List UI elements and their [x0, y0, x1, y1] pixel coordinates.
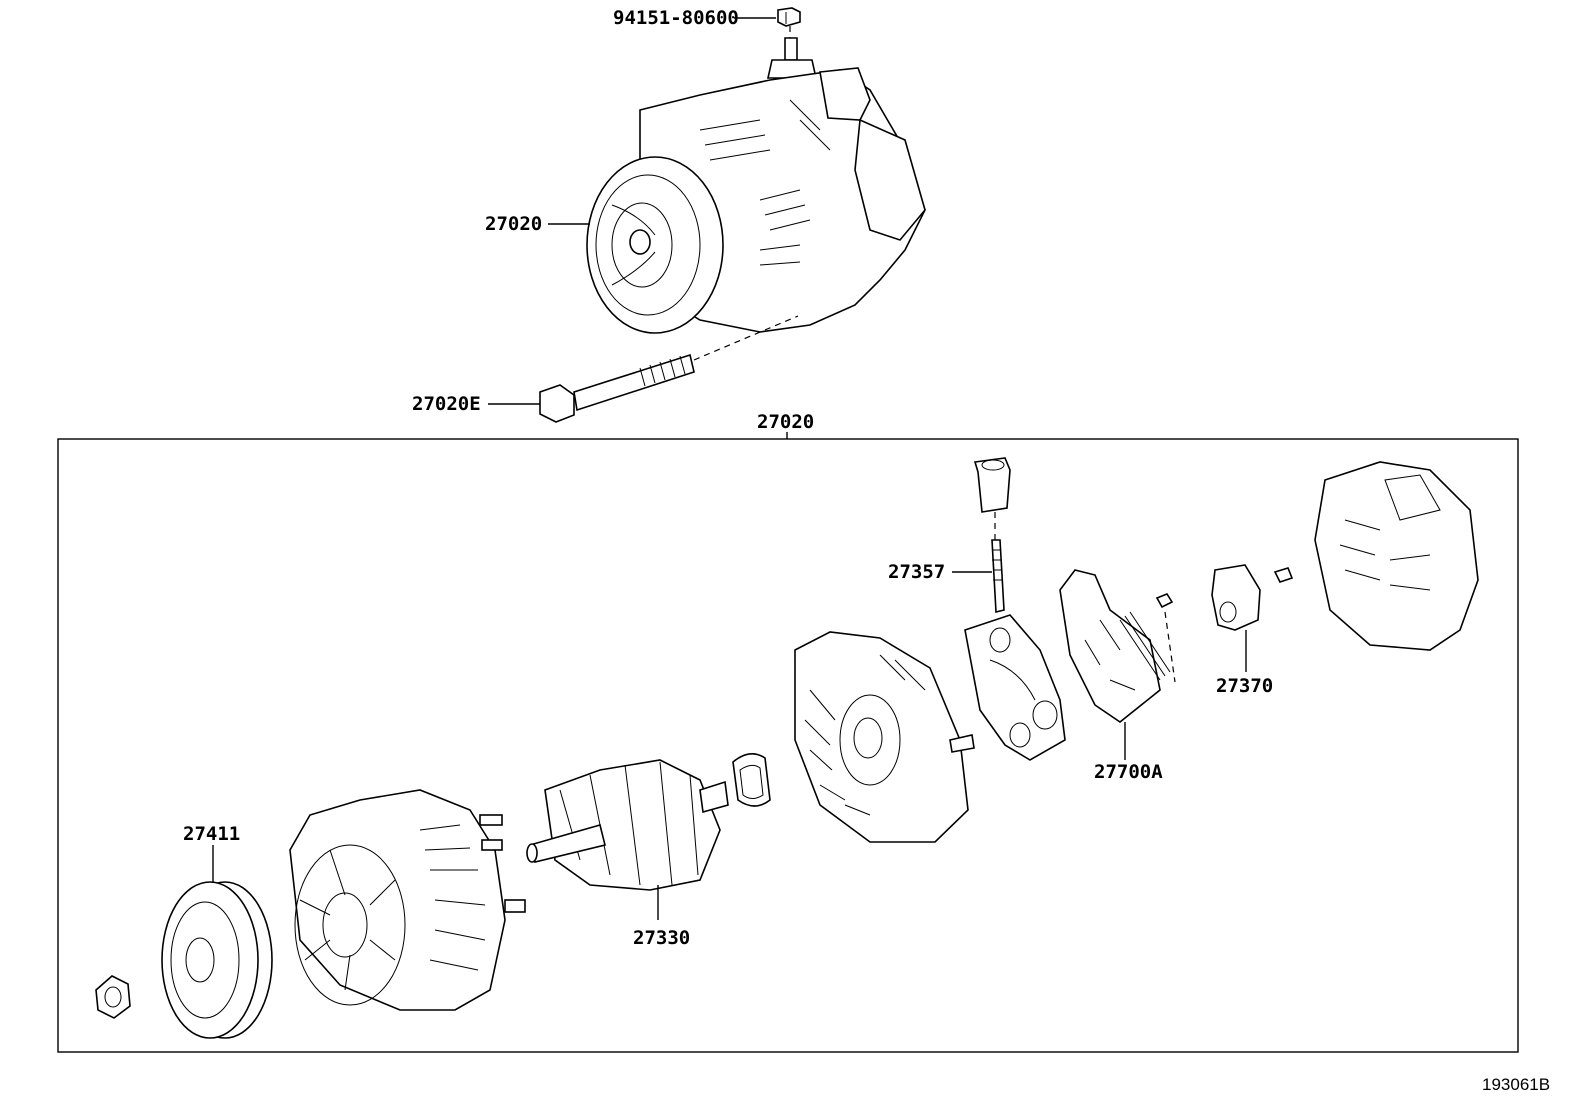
spacer-ring: [732, 753, 771, 807]
label-through-bolt: 27020E: [412, 393, 481, 415]
kit-bracket: [57, 438, 1519, 1053]
rear-cover: [1314, 461, 1479, 651]
label-brush-holder: 27370: [1216, 675, 1273, 697]
label-kit-bracket: 27020: [757, 411, 814, 433]
pulley: [161, 845, 273, 1039]
terminal-insulator: [952, 457, 1011, 614]
brush-holder: [1211, 564, 1294, 672]
label-terminal-insulator: 27357: [888, 561, 945, 583]
top-bolt: [777, 7, 801, 27]
diagram-reference-code: 193061B: [1482, 1075, 1550, 1094]
pulley-nut: [95, 975, 131, 1019]
front-pulley: [586, 156, 724, 334]
through-bolt: [488, 315, 799, 423]
alternator-assembly: [548, 7, 926, 334]
cooling-fins: [699, 99, 831, 266]
label-rotor: 27330: [633, 927, 690, 949]
drive-end-frame: [289, 789, 526, 1011]
rectifier-end-frame: [794, 631, 975, 843]
rotor: [526, 759, 729, 920]
connector: [819, 67, 871, 121]
voltage-regulator: [1059, 569, 1176, 760]
terminal-stud: [767, 37, 817, 79]
label-bolt-top: 94151-80600: [613, 7, 739, 29]
rectifier-holder: [964, 614, 1066, 761]
label-pulley: 27411: [183, 823, 240, 845]
label-regulator: 27700A: [1094, 761, 1163, 783]
label-alternator-assy: 27020: [485, 213, 542, 235]
